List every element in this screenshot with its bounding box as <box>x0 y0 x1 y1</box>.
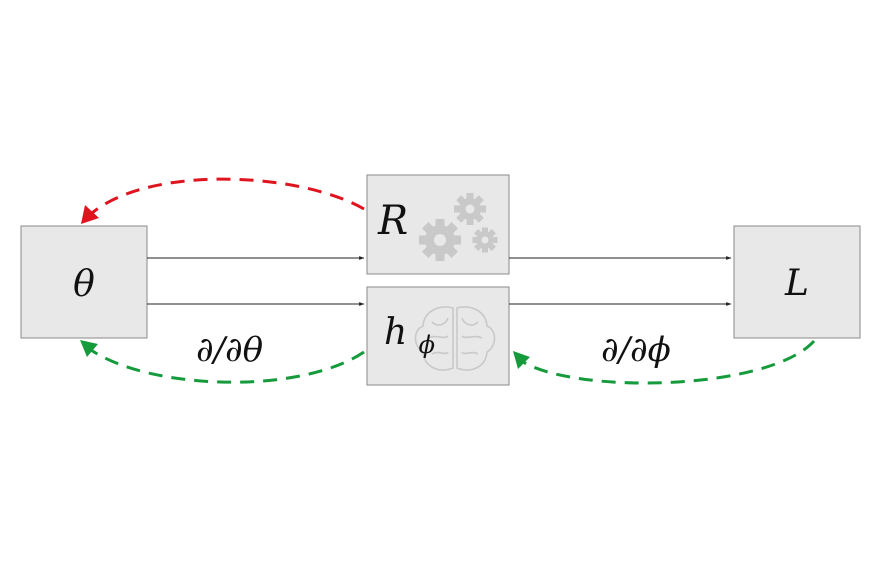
surrogate-box <box>366 286 510 386</box>
grad-theta-label: ∂/∂θ <box>196 330 263 370</box>
loss-label: L <box>784 263 809 304</box>
theta-box <box>20 225 148 339</box>
theta-node: θ <box>20 225 148 339</box>
renderer-node: R <box>366 174 510 275</box>
surrogate-node: h ϕ <box>366 286 510 386</box>
loss-node: L <box>733 225 861 339</box>
green-gradient-arrow-to-surrogate <box>513 339 816 385</box>
renderer-label: R <box>377 198 408 244</box>
red-gradient-arrow <box>81 177 365 224</box>
surrogate-label: h ϕ <box>384 312 435 359</box>
theta-label: θ <box>73 264 95 305</box>
grad-phi-label: ∂/∂ϕ <box>601 330 671 370</box>
surrogate-label-sub: ϕ <box>419 331 435 359</box>
brain-icon <box>414 306 496 371</box>
loss-box <box>733 225 861 339</box>
surrogate-label-base: h <box>384 312 407 353</box>
green-gradient-arrow-to-theta <box>80 340 365 384</box>
